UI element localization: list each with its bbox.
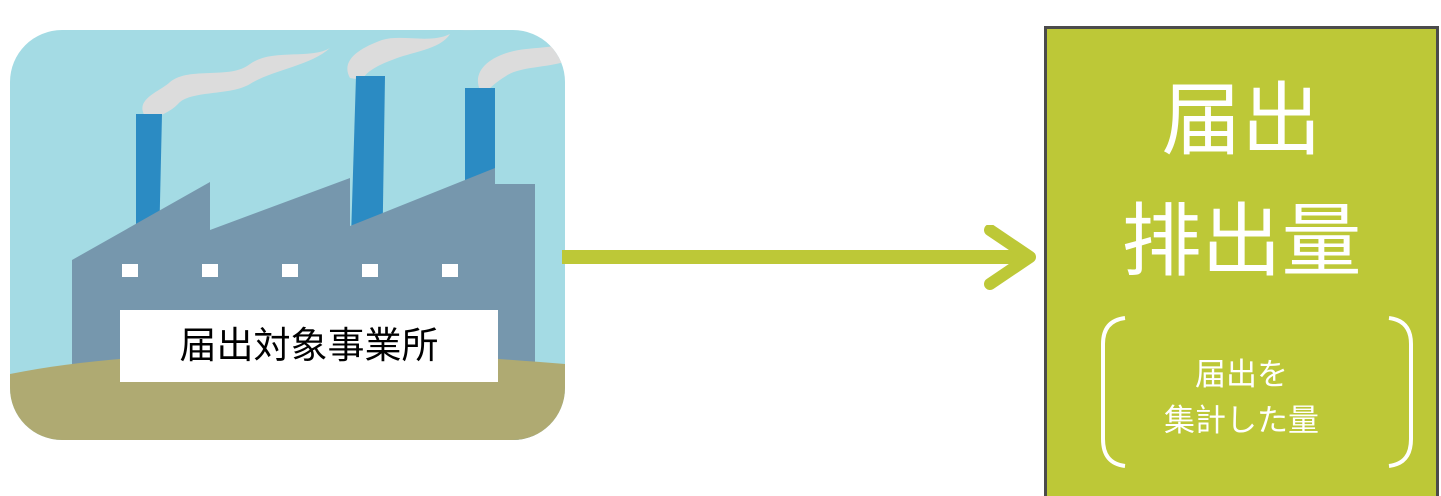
factory-label: 届出対象事業所 [120,310,498,382]
arrow-right-icon [560,225,1050,295]
result-title-line2: 排出量 [1047,192,1436,292]
result-note-line2: 集計した量 [1047,401,1436,441]
factory-illustration: 届出対象事業所 [10,30,565,440]
result-title-line1: 届出 [1047,71,1436,171]
result-note-line1: 届出を [1047,355,1436,395]
reported-emissions-box: 届出 排出量 届出を 集計した量 [1044,26,1439,496]
